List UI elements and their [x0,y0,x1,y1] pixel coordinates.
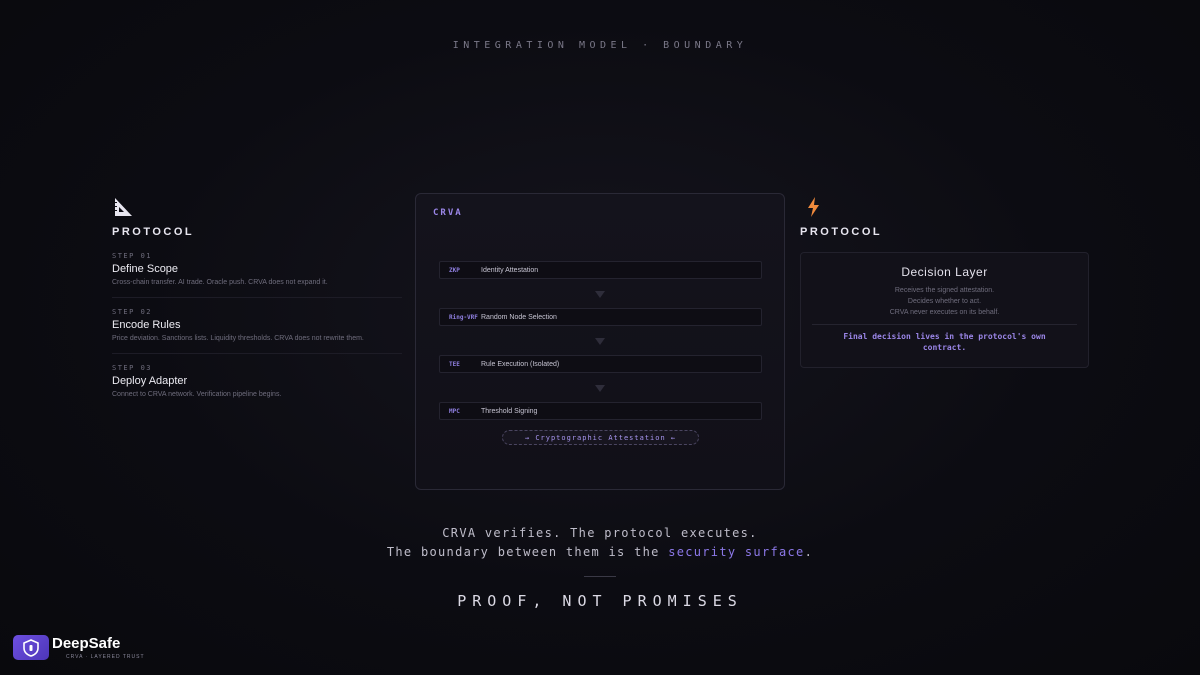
pipeline-label: Identity Attestation [481,266,539,274]
lightning-bolt-icon [808,197,819,217]
down-arrow-icon [595,338,605,345]
pipeline-step-ring-vrf: Ring-VRF Random Node Selection [439,308,762,326]
pipeline-step-zkp: ZKP Identity Attestation [439,261,762,279]
decision-line: Decides whether to act. [907,298,982,305]
down-arrow-icon [595,385,605,392]
step-number: STEP 03 [112,364,153,372]
summary-line-2: The boundary between them is the securit… [0,545,1200,559]
attestation-badge: → Cryptographic Attestation ← [502,430,699,445]
pipeline-label: Random Node Selection [481,313,557,321]
shield-icon [13,635,49,660]
step-number: STEP 01 [112,252,153,260]
step-title: Encode Rules [112,319,181,331]
decision-column: PROTOCOL Decision Layer Receives the sig… [800,196,1090,368]
step-title: Deploy Adapter [112,375,188,387]
decision-line: CRVA never executes on its behalf. [889,309,1000,316]
pipeline-step-tee: TEE Rule Execution (Isolated) [439,355,762,373]
divider [584,576,616,577]
summary-line-1: CRVA verifies. The protocol executes. [442,526,758,540]
step-item: STEP 01 Define Scope Cross-chain transfe… [112,252,402,298]
pipeline-tag: TEE [449,360,460,368]
pipeline-step-mpc: MPC Threshold Signing [439,402,762,420]
pipeline-tag: Ring-VRF [449,313,478,321]
pipeline-label: Rule Execution (Isolated) [481,360,560,368]
page-title: INTEGRATION MODEL · BOUNDARY [452,40,748,51]
step-title: Define Scope [112,263,179,275]
steps-list: STEP 01 Define Scope Cross-chain transfe… [112,252,402,409]
triangle-ruler-icon [115,198,132,216]
tagline: PROOF, NOT PROMISES [457,592,743,610]
deepsafe-logo: DeepSafe CRVA · LAYERED TRUST [13,635,145,660]
divider [812,324,1077,325]
summary-line-2-suffix: . [804,545,814,559]
brand-subtitle: CRVA · LAYERED TRUST [66,653,145,660]
decision-line: Receives the signed attestation. [894,287,995,294]
step-number: STEP 02 [112,308,153,316]
decision-layer-title: Decision Layer [901,265,988,279]
shield-glyph [23,638,39,657]
left-protocol-heading: PROTOCOL [112,226,195,238]
right-protocol-heading: PROTOCOL [800,226,883,238]
step-description: Connect to CRVA network. Verification pi… [112,391,282,398]
brand-name: DeepSafe [52,634,121,652]
pipeline-tag: MPC [449,407,460,415]
summary-line-2-prefix: The boundary between them is the [386,545,669,559]
step-item: STEP 02 Encode Rules Price deviation. Sa… [112,308,402,354]
security-surface-highlight: security surface [668,545,805,559]
final-decision-note: Final decision lives in the protocol's o… [843,332,1046,352]
pipeline-label: Threshold Signing [481,407,538,415]
step-item: STEP 03 Deploy Adapter Connect to CRVA n… [112,364,402,409]
crva-pipeline-card: CRVA ZKP Identity Attestation Ring-VRF R… [415,193,785,490]
crva-card-title: CRVA [433,208,463,218]
protocol-steps-column: PROTOCOL STEP 01 Define Scope Cross-chai… [112,196,402,419]
step-description: Price deviation. Sanctions lists. Liquid… [112,335,364,342]
decision-layer-card: Decision Layer Receives the signed attes… [800,252,1089,368]
step-description: Cross-chain transfer. AI trade. Oracle p… [112,279,328,286]
pipeline-tag: ZKP [449,266,460,274]
down-arrow-icon [595,291,605,298]
